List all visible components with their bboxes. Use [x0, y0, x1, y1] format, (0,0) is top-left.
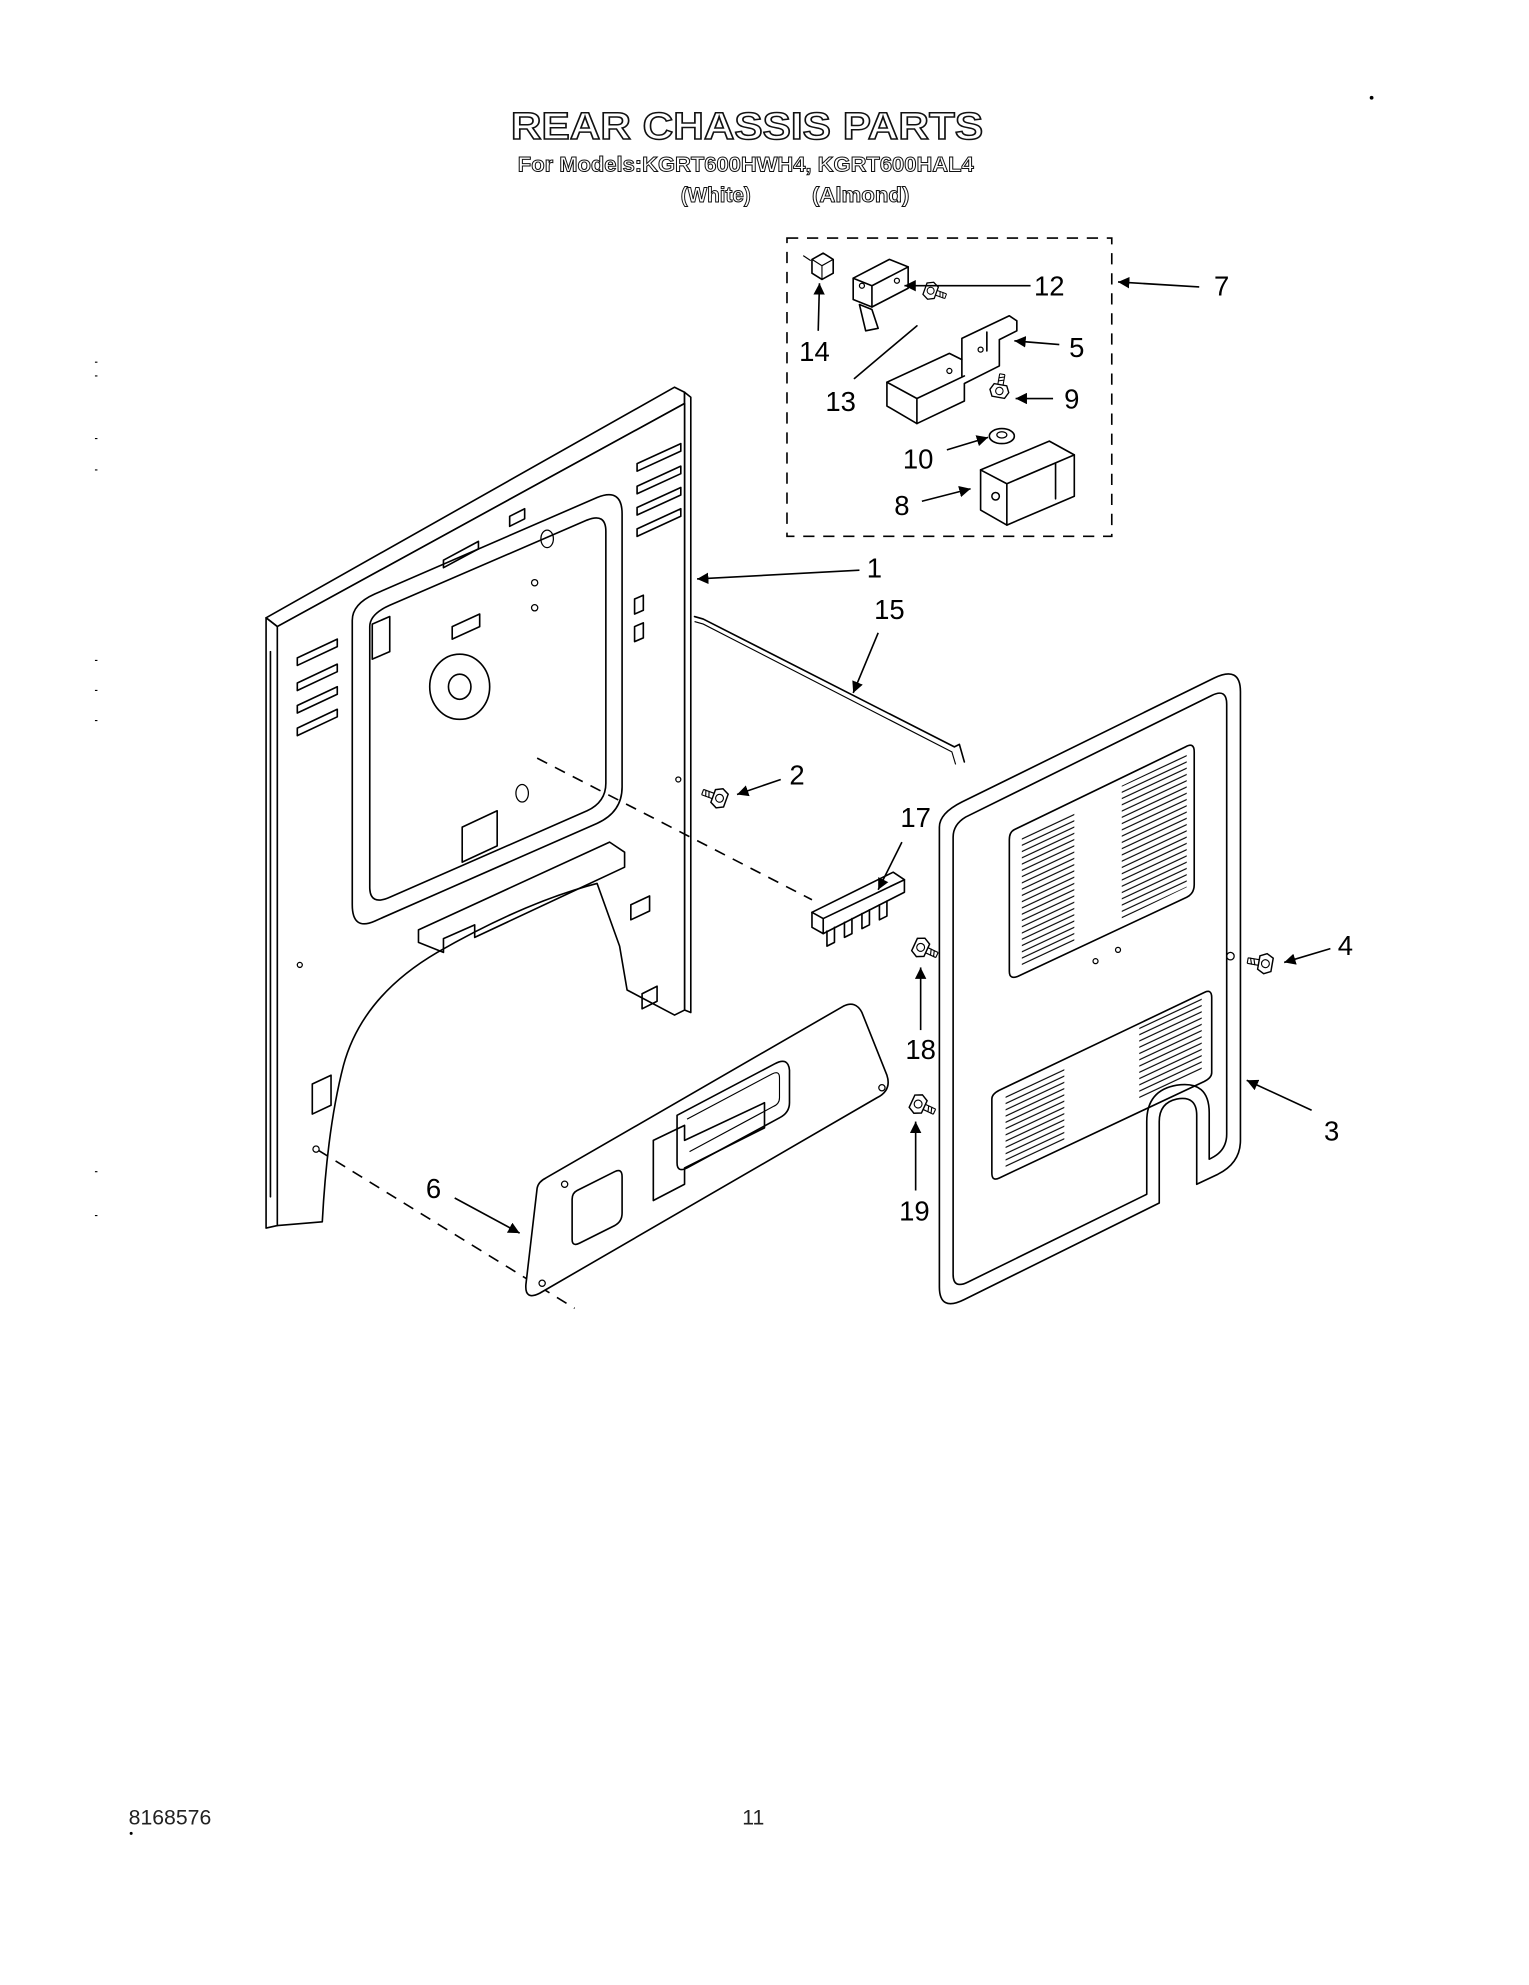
part-18-screw [909, 934, 942, 965]
callout-arrow [1014, 336, 1060, 348]
part-6-lower-panel [525, 1003, 889, 1297]
part-19-screw [907, 1091, 940, 1122]
callout-3: 3 [1246, 1079, 1339, 1146]
callout-19: 19 [899, 1121, 930, 1227]
part-4-screw [1245, 949, 1275, 976]
part-13-screw [921, 279, 950, 306]
callout-label: 9 [1064, 383, 1079, 414]
callout-label: 12 [1034, 271, 1065, 302]
callout-label: 19 [899, 1196, 930, 1227]
part-10-washer [988, 427, 1016, 445]
callout-8: 8 [894, 486, 971, 521]
callout-9: 9 [1015, 383, 1079, 415]
callout-arrow [813, 283, 825, 331]
callout-12: 12 [904, 271, 1065, 302]
document-part-number: 8168576 [129, 1806, 212, 1830]
footer-mark [129, 1831, 133, 1835]
callout-arrow [1283, 947, 1331, 965]
callout-18: 18 [905, 967, 936, 1065]
callout-17: 17 [877, 802, 931, 891]
callout-10: 10 [903, 435, 989, 475]
page-number: 11 [742, 1806, 764, 1830]
part-8-block [979, 440, 1076, 526]
callout-5: 5 [1014, 332, 1084, 363]
models-line: For Models:KGRT600HWH4, KGRT600HAL4 [518, 153, 974, 177]
callout-label: 1 [867, 553, 882, 584]
callout-6: 6 [426, 1173, 521, 1234]
margin-marks [94, 95, 1374, 1217]
callout-label: 3 [1324, 1115, 1339, 1146]
part-17-terminal-block [811, 871, 906, 947]
part-15-rod [693, 615, 966, 765]
callout-13: 13 [825, 325, 918, 417]
callout-arrow [852, 632, 879, 694]
callout-arrow [454, 1197, 521, 1234]
callout-arrow [877, 841, 903, 891]
callout-1: 1 [697, 553, 882, 585]
callout-label: 4 [1338, 930, 1353, 961]
callout-arrow [946, 435, 989, 451]
callout-2: 2 [736, 759, 805, 797]
callout-label: 7 [1214, 271, 1229, 302]
callout-label: 10 [903, 444, 934, 475]
callout-15: 15 [852, 594, 905, 694]
part-3-access-panel [938, 673, 1242, 1305]
callout-arrow [697, 569, 860, 585]
callout-label: 18 [905, 1034, 936, 1065]
callout-14: 14 [799, 283, 830, 367]
callout-label: 13 [825, 386, 856, 417]
color-label-almond: (Almond) [812, 183, 909, 207]
callout-label: 5 [1069, 332, 1084, 363]
part-2-screw [698, 781, 731, 811]
callout-arrow [921, 486, 971, 503]
callout-4: 4 [1283, 930, 1353, 965]
part-14-nut [802, 252, 835, 281]
part-1-rear-panel [265, 386, 692, 1229]
callout-label: 6 [426, 1173, 441, 1204]
callout-label: 8 [894, 490, 909, 521]
part-5-bracket [886, 314, 1018, 425]
callout-arrow [1117, 276, 1200, 289]
callout-7: 7 [1117, 271, 1229, 302]
callout-label: 15 [874, 594, 905, 625]
callout-label: 2 [789, 759, 804, 790]
color-label-white: (White) [681, 183, 751, 207]
callout-arrow [853, 325, 918, 380]
callout-label: 17 [900, 802, 931, 833]
part-12-bracket [852, 258, 909, 332]
assembly-7-box [786, 237, 1113, 538]
callout-arrow [736, 778, 782, 797]
callout-arrow [1246, 1079, 1312, 1112]
callout-label: 14 [799, 336, 830, 367]
part-9-screw [988, 371, 1013, 400]
page-title: REAR CHASSIS PARTS [511, 105, 983, 147]
